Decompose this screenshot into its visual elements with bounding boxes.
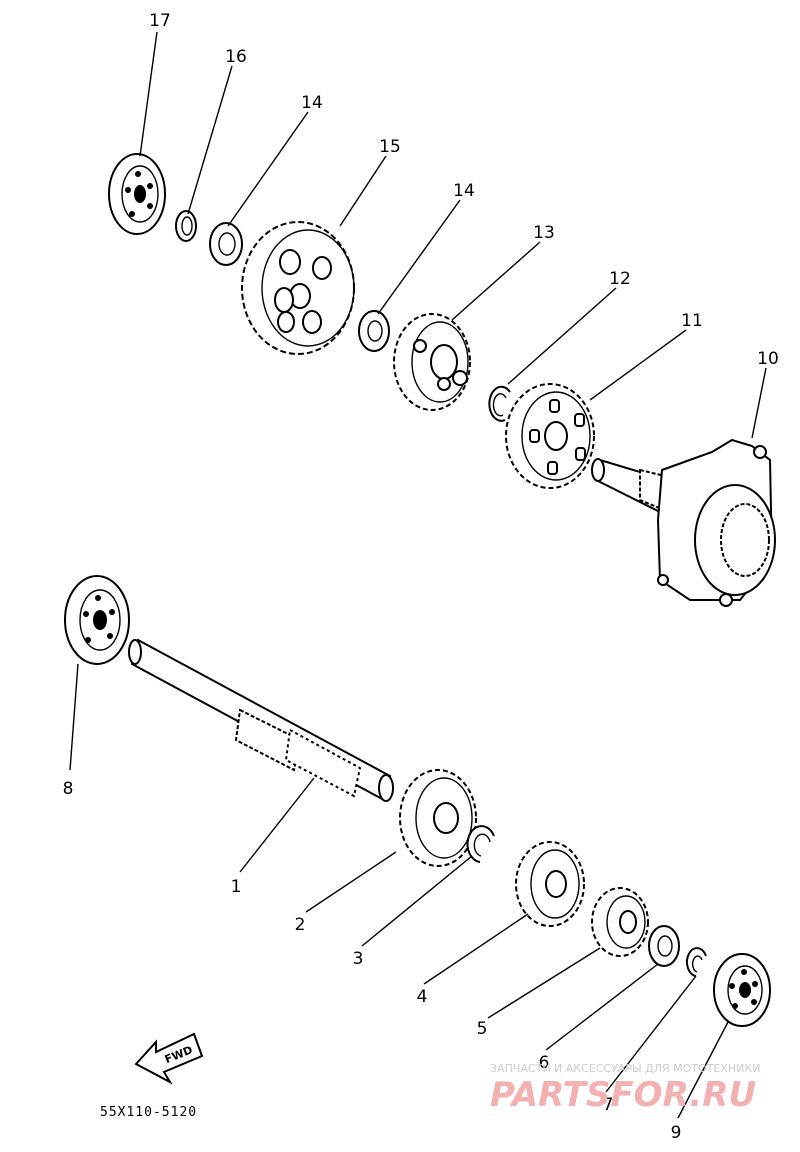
callout-15: 15 xyxy=(379,137,401,157)
part-5-gear xyxy=(591,887,649,957)
part-14-washer-middle xyxy=(358,310,390,352)
callout-14-upper: 14 xyxy=(301,93,323,113)
part-3-circlip xyxy=(466,825,495,863)
callout-13: 13 xyxy=(533,223,555,243)
part-4-gear xyxy=(515,841,585,927)
callout-16: 16 xyxy=(225,47,247,67)
part-6-washer xyxy=(648,925,680,967)
callout-8: 8 xyxy=(63,779,74,799)
callout-9: 9 xyxy=(671,1123,682,1143)
callout-7: 7 xyxy=(603,1095,614,1115)
leader-lines xyxy=(69,31,767,1119)
callout-3: 3 xyxy=(353,949,364,969)
callout-5: 5 xyxy=(477,1019,488,1039)
callout-1: 1 xyxy=(231,877,242,897)
watermark-tagline: ЗАПЧАСТИ И АКСЕССУАРЫ ДЛЯ МОТОТЕХНИКИ xyxy=(490,1062,760,1075)
part-8-bearing xyxy=(64,575,130,665)
drawing-code: 55X110-5120 xyxy=(100,1105,197,1120)
part-16-circlip xyxy=(175,210,197,242)
part-1-main-shaft xyxy=(128,638,394,802)
part-13-gear xyxy=(393,313,471,411)
part-14-washer-upper xyxy=(209,222,243,266)
callout-4: 4 xyxy=(417,987,428,1007)
callout-10: 10 xyxy=(757,349,779,369)
callout-2: 2 xyxy=(295,915,306,935)
callout-14-middle: 14 xyxy=(453,181,475,201)
callout-11: 11 xyxy=(681,311,703,331)
callout-6: 6 xyxy=(539,1053,550,1073)
part-11-gear xyxy=(505,383,595,489)
part-9-bearing xyxy=(713,953,771,1027)
watermark-brand: PARTSFOR.RU xyxy=(490,1075,756,1115)
fwd-arrow-icon: FWD xyxy=(134,1032,204,1085)
part-12-circlip xyxy=(488,385,511,422)
part-17-bearing xyxy=(108,153,166,235)
callout-17: 17 xyxy=(149,11,171,31)
callout-12: 12 xyxy=(609,269,631,289)
part-15-gear xyxy=(241,221,355,355)
callout-numbers: 17 16 14 15 14 13 12 11 10 8 1 2 3 4 5 6… xyxy=(63,11,779,1143)
part-10-shaft-assembly xyxy=(591,438,776,607)
part-7-circlip xyxy=(686,947,707,977)
part-2-gear xyxy=(399,769,477,867)
